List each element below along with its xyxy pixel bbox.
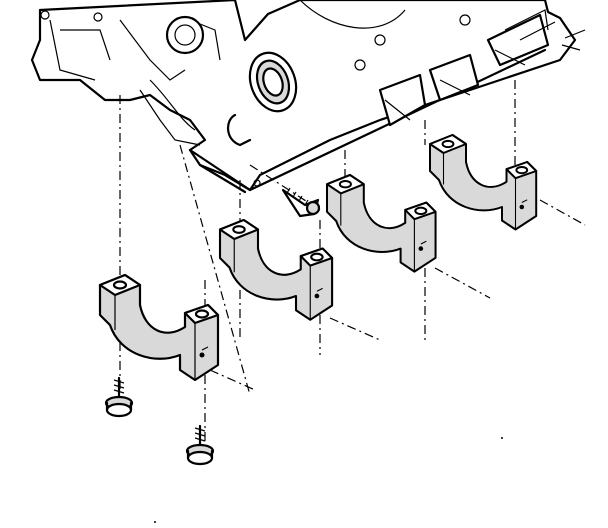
cap-body: [325, 173, 437, 273]
main-web-1: [378, 73, 427, 127]
cap-body: [218, 218, 334, 321]
cylinder-bore-edge: [299, 0, 406, 29]
main-bearing-cap-4: [429, 134, 538, 231]
rear-oil-seal: [248, 51, 298, 113]
bolt-hole: [414, 206, 428, 216]
bolt-hole: [338, 179, 352, 189]
main-bearing-cap-bolt-2: [185, 424, 215, 466]
rear-bore: [227, 113, 252, 147]
main-bearing-cap-3: [325, 173, 437, 273]
main-web-2: [428, 53, 480, 102]
pan-rail-lip: [198, 163, 247, 194]
main-bearing-cap-bolt-1: [104, 376, 134, 418]
cap-body: [429, 134, 538, 231]
engine-block: [30, 0, 586, 194]
alignment-lines: [119, 80, 586, 450]
cap-body: [98, 273, 220, 382]
bolt-hole: [194, 309, 210, 319]
bolt-hole: [232, 225, 246, 234]
bolt-hole: [515, 165, 529, 175]
main-bearing-cap-1: [98, 273, 220, 382]
block-outline: [30, 0, 577, 192]
bolt-hole: [441, 139, 455, 149]
main-web-3: [486, 13, 550, 67]
bolt-hole: [112, 280, 128, 290]
main-bearing-cap-2: [218, 218, 334, 321]
bolt-hole: [310, 252, 324, 262]
oil-pump-screw: [281, 187, 321, 218]
front-cover-boss: [165, 15, 205, 55]
